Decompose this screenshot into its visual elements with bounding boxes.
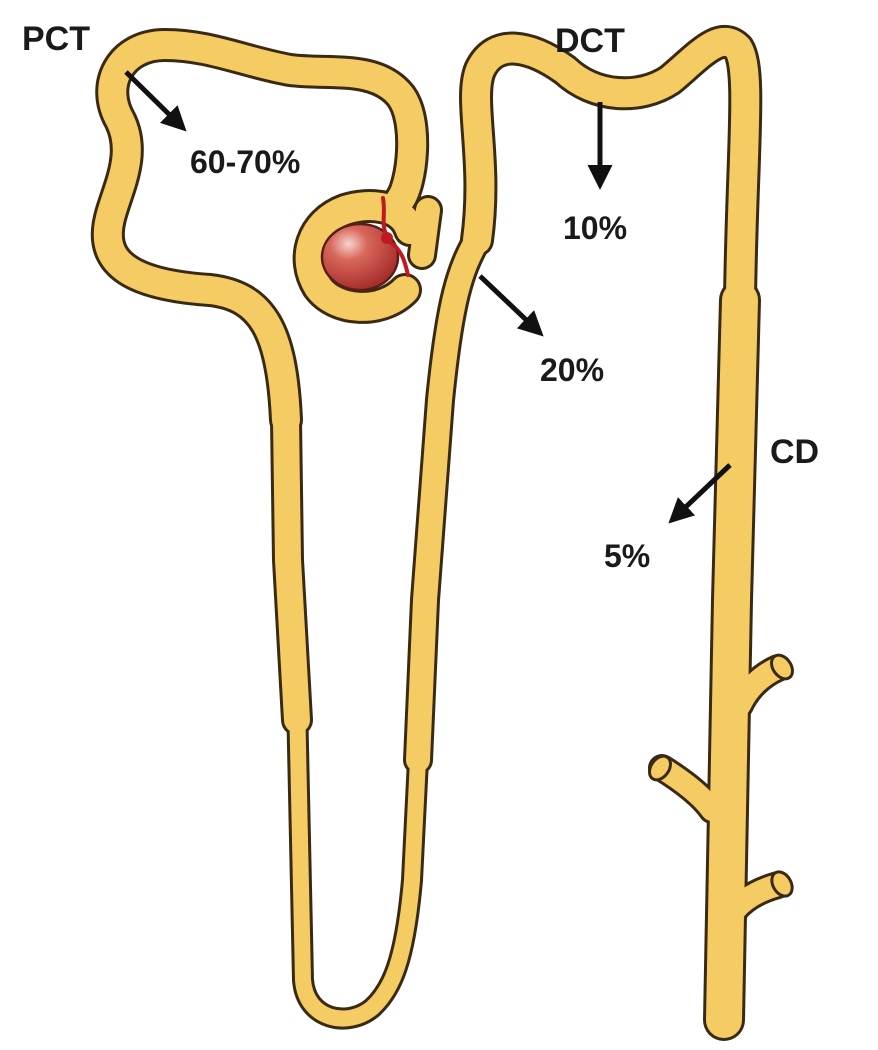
arrow-icon-cd (668, 463, 732, 524)
vessel-knot (381, 232, 393, 244)
label-dct: DCT (555, 22, 625, 60)
tubule-outline (90, 25, 792, 1041)
reabsorption-dct: 10% (563, 210, 628, 246)
branch-cap-2 (648, 754, 672, 782)
reabsorption-cd: 5% (604, 538, 651, 574)
label-pct: PCT (22, 20, 90, 58)
arrow-icon-pct (124, 70, 187, 132)
branch-cap-3 (770, 870, 794, 898)
reabsorption-arrows (124, 70, 732, 524)
reabsorption-pct: 60-70% (190, 144, 301, 180)
branch-cap-1 (770, 653, 794, 681)
efferent-arteriole (388, 240, 410, 277)
glomerulus (320, 222, 400, 292)
label-cd: CD (770, 433, 820, 471)
reabsorption-loop: 20% (540, 352, 605, 388)
arrow-icon-loop (478, 274, 544, 337)
glomerulus-icon (320, 196, 410, 292)
branch-caps (648, 653, 794, 898)
